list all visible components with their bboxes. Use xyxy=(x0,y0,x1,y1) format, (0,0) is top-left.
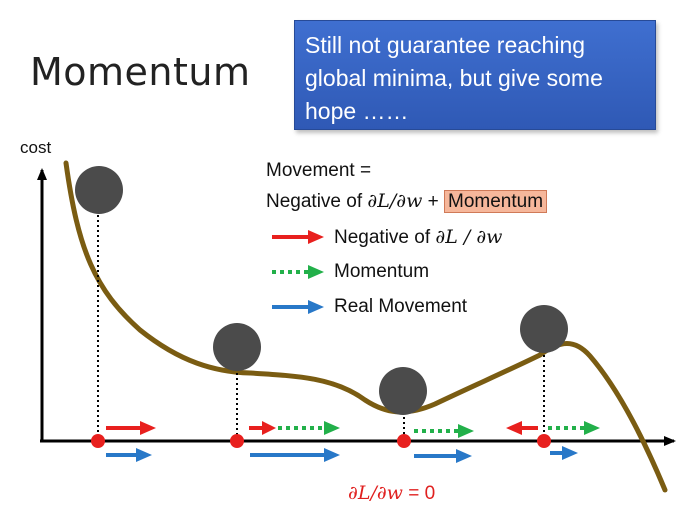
movement-formula: Movement = Negative of ∂L/∂w + Momentum xyxy=(266,156,548,217)
zero-gradient-label: ∂L/∂w = 0 xyxy=(348,482,435,505)
momentum-arrow-2 xyxy=(278,421,340,435)
legend-momentum-label: Momentum xyxy=(334,261,430,282)
gradient-arrow-4 xyxy=(506,421,538,435)
cost-curve xyxy=(63,160,668,493)
formula-gradient: ∂L/∂w xyxy=(367,190,423,212)
axis-point-3 xyxy=(397,434,411,448)
axis-point-1 xyxy=(91,434,105,448)
formula-line-1: Movement = xyxy=(266,160,372,181)
legend-real-label: Real Movement xyxy=(334,296,468,317)
ball-1 xyxy=(75,166,123,214)
real-arrow-1 xyxy=(106,448,152,462)
real-arrow-4 xyxy=(550,446,578,460)
formula-momentum-highlight: Momentum xyxy=(444,190,548,213)
real-arrow-3 xyxy=(414,449,472,463)
formula-prefix: Negative of xyxy=(266,191,368,212)
zero-gradient-math: ∂L/∂w xyxy=(348,482,403,504)
red-arrow-icon xyxy=(272,230,324,244)
ball-4 xyxy=(520,305,568,353)
legend-gradient-prefix: Negative of xyxy=(334,226,436,248)
zero-gradient-suffix: = 0 xyxy=(402,483,436,504)
formula-plus: + xyxy=(422,191,444,212)
formula-line-2: Negative of ∂L/∂w + Momentum xyxy=(266,186,548,217)
legend-gradient-math: ∂L / ∂w xyxy=(435,225,503,248)
legend-real-movement: Real Movement xyxy=(270,292,467,322)
callout-box: Still not guarantee reaching global mini… xyxy=(294,20,656,130)
legend-gradient-label: Negative of ∂L / ∂w xyxy=(334,226,502,249)
blue-arrow-icon xyxy=(272,300,324,314)
axis-point-2 xyxy=(230,434,244,448)
ball-2 xyxy=(213,323,261,371)
gradient-arrow-2 xyxy=(249,421,276,435)
real-arrow-2 xyxy=(250,448,340,462)
ball-3 xyxy=(379,367,427,415)
legend-gradient: Negative of ∂L / ∂w xyxy=(270,222,502,252)
momentum-arrow-3 xyxy=(414,424,474,438)
legend-momentum: Momentum xyxy=(270,257,429,287)
gradient-arrow-1 xyxy=(106,421,156,435)
y-axis-label: cost xyxy=(20,138,52,157)
momentum-arrow-4 xyxy=(548,421,600,435)
green-dotted-arrow-icon xyxy=(272,265,324,279)
slide-title: Momentum xyxy=(30,50,251,94)
axis-point-4 xyxy=(537,434,551,448)
